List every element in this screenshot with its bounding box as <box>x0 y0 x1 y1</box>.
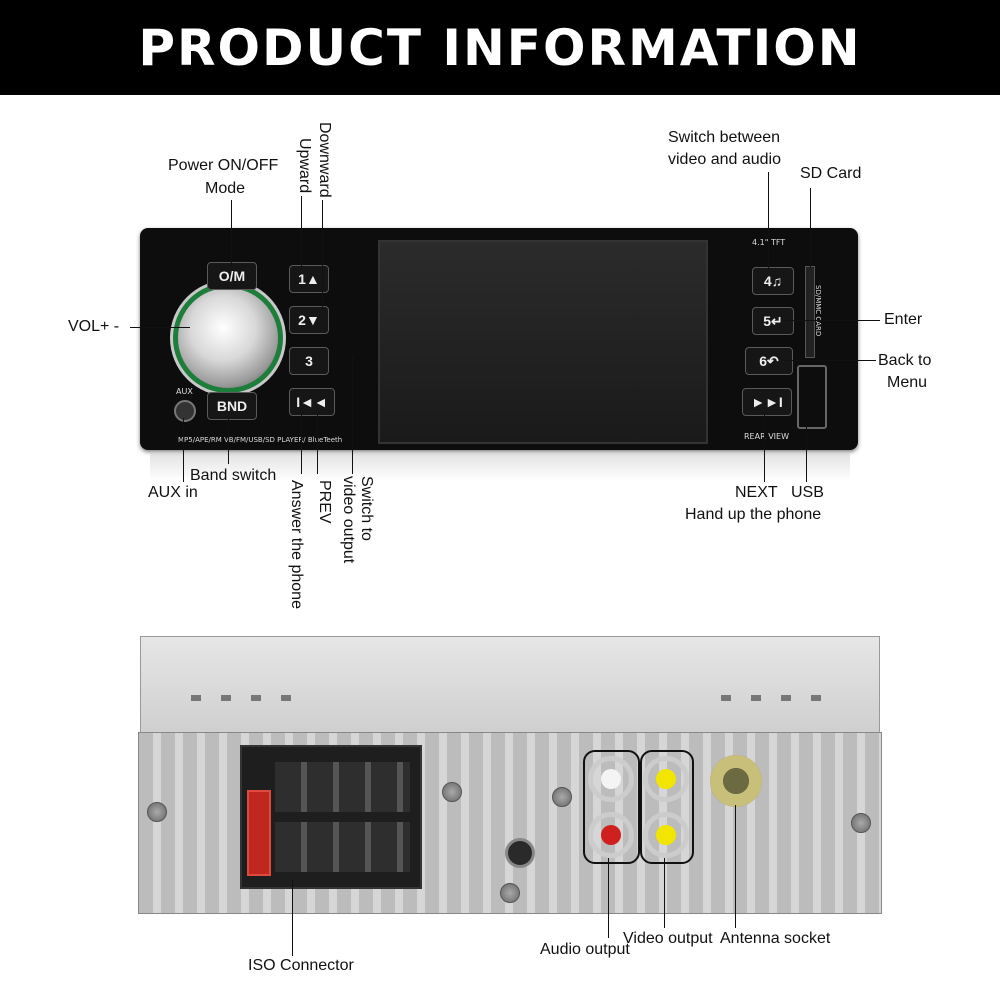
label-downward: Downward <box>316 122 333 198</box>
label-enter: Enter <box>884 311 923 328</box>
aux-jack <box>174 400 196 422</box>
label-band-switch: Band switch <box>190 467 277 484</box>
button-2-down: 2▼ <box>289 306 329 334</box>
rca-audio-white <box>588 756 634 802</box>
fuse <box>247 790 271 876</box>
iso-pins-top <box>275 762 410 812</box>
leader-aux <box>183 418 184 482</box>
button-6-back: 6↶ <box>745 347 793 375</box>
sd-slot-label: SD/MMC CARD <box>814 285 822 337</box>
screw <box>851 813 871 833</box>
leader-usb <box>806 426 807 482</box>
label-audio-output: Audio output <box>540 941 630 958</box>
leader-band <box>228 418 229 464</box>
label-hand-up: Hand up the phone <box>685 506 822 523</box>
leader-power <box>231 200 232 265</box>
leader-vol <box>130 327 190 328</box>
screw <box>500 883 520 903</box>
tft-screen <box>378 240 708 444</box>
leader-enter <box>784 320 880 321</box>
label-switch-to: Switch to <box>358 476 375 541</box>
label-antenna-socket: Antenna socket <box>720 930 831 947</box>
label-mode: Mode <box>205 180 246 197</box>
power-mode-button: O/M <box>207 262 257 290</box>
label-iso-connector: ISO Connector <box>248 957 354 974</box>
label-aux-in: AUX in <box>148 484 198 501</box>
screw <box>442 782 462 802</box>
leader-sd-card <box>810 188 811 268</box>
leader-downward <box>322 200 323 310</box>
label-usb: USB <box>791 484 824 501</box>
label-switch-between-2: video and audio <box>668 151 781 168</box>
button-3-video: 3 <box>289 347 329 375</box>
label-switch-between-1: Switch between <box>668 129 781 146</box>
label-video-output-vertical: video output <box>340 476 357 564</box>
aux-label: AUX <box>176 387 193 396</box>
label-answer-phone: Answer the phone <box>288 480 305 609</box>
leader-switch-video <box>352 356 353 474</box>
button-4-audio: 4♫ <box>752 267 794 295</box>
usb-port <box>797 365 827 429</box>
page-title: PRODUCT INFORMATION <box>138 18 862 77</box>
label-video-output: Video output <box>623 930 713 947</box>
rear-chassis-top <box>140 636 880 734</box>
label-vol: VOL+ - <box>68 318 120 335</box>
label-sd-card: SD Card <box>800 165 862 182</box>
leader-back <box>784 360 876 361</box>
leader-next <box>764 414 765 482</box>
label-next: NEXT <box>735 484 778 501</box>
label-power: Power ON/OFF <box>168 157 279 174</box>
leader-upward <box>301 196 302 268</box>
label-back-to: Back to <box>878 352 932 369</box>
panel-reflection <box>150 453 850 481</box>
button-5-enter: 5↵ <box>752 307 794 335</box>
label-prev: PREV <box>316 480 333 524</box>
leader-video <box>664 858 665 928</box>
audio-output-box <box>583 750 640 864</box>
leader-audio <box>608 858 609 938</box>
leader-iso <box>292 880 293 956</box>
leader-switch-audio <box>768 172 769 270</box>
leader-prev <box>317 414 318 474</box>
ground-hole <box>505 838 535 868</box>
volume-knob <box>178 288 278 388</box>
title-banner: PRODUCT INFORMATION <box>0 0 1000 95</box>
leader-answer <box>301 414 302 474</box>
video-output-box <box>640 750 694 864</box>
rca-audio-red <box>588 812 634 858</box>
rca-video-yellow-bottom <box>643 812 689 858</box>
iso-pins-bottom <box>275 822 410 872</box>
button-next: ►►I <box>742 388 792 416</box>
screw <box>552 787 572 807</box>
leader-antenna <box>735 805 736 928</box>
rear-view-label: REAR VIEW <box>744 432 789 441</box>
screw <box>147 802 167 822</box>
band-button: BND <box>207 392 257 420</box>
button-1-up: 1▲ <box>289 265 329 293</box>
label-upward: Upward <box>296 138 313 194</box>
label-menu: Menu <box>887 374 928 391</box>
formats-text: MP5/APE/RM VB/FM/USB/SD PLAYER/ BlueTeet… <box>178 436 343 444</box>
antenna-socket <box>710 755 762 807</box>
button-prev: I◄◄ <box>289 388 335 416</box>
rca-video-yellow-top <box>643 756 689 802</box>
